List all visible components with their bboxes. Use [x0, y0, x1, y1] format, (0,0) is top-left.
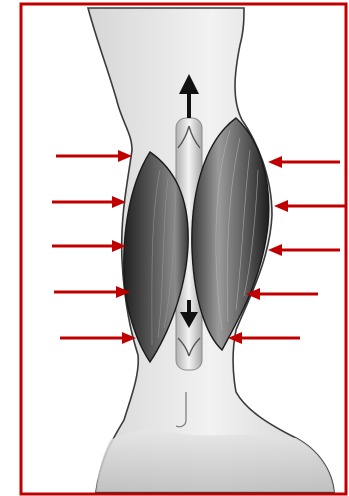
- arrow-left-icon: [246, 288, 318, 300]
- arrow-right-icon: [54, 286, 130, 298]
- arrow-right-icon: [56, 150, 132, 162]
- arrow-left-icon: [268, 244, 340, 256]
- arrow-left-icon: [268, 156, 340, 168]
- arrow-right-icon: [60, 332, 136, 344]
- foot-shading: [96, 430, 334, 492]
- arrow-right-icon: [52, 196, 126, 208]
- arrow-left-icon: [228, 332, 300, 344]
- arrow-left-icon: [274, 200, 346, 212]
- arrow-right-icon: [52, 240, 126, 252]
